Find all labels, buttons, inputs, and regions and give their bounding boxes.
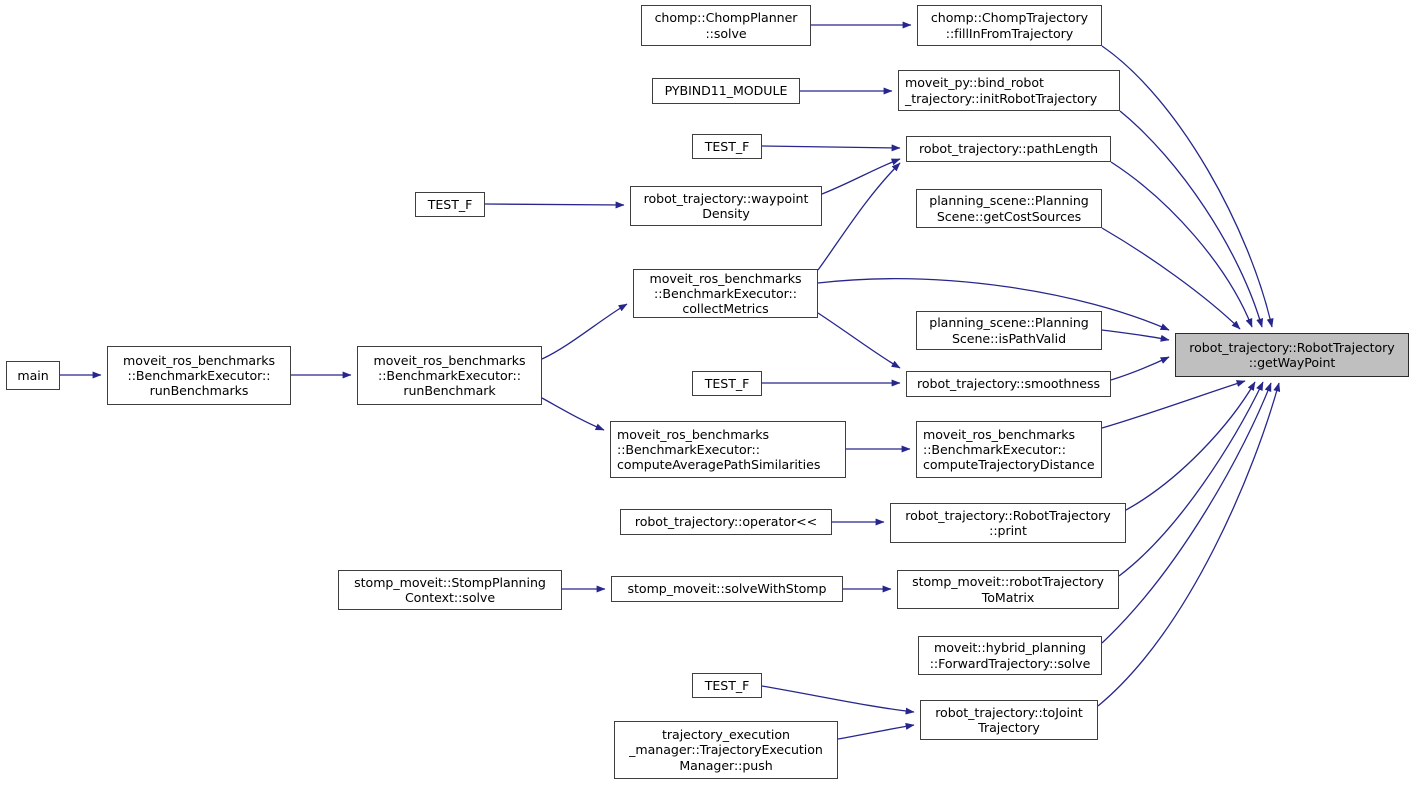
- graph-node-testF4[interactable]: TEST_F: [692, 673, 762, 698]
- graph-node-getWayPoint[interactable]: robot_trajectory::RobotTrajectory ::getW…: [1175, 333, 1409, 377]
- graph-node-computeAvgPathSim[interactable]: moveit_ros_benchmarks ::BenchmarkExecuto…: [610, 421, 846, 478]
- graph-node-getCostSources[interactable]: planning_scene::Planning Scene::getCostS…: [916, 189, 1102, 228]
- graph-node-runBenchmark[interactable]: moveit_ros_benchmarks ::BenchmarkExecuto…: [357, 346, 542, 405]
- graph-node-forwardTrajectorySolve[interactable]: moveit::hybrid_planning ::ForwardTraject…: [918, 636, 1102, 675]
- graph-node-pathLength[interactable]: robot_trajectory::pathLength: [906, 136, 1111, 162]
- graph-node-robotTrajectoryToMatrix[interactable]: stomp_moveit::robotTrajectory ToMatrix: [897, 570, 1119, 609]
- graph-node-testF2[interactable]: TEST_F: [415, 192, 485, 217]
- graph-node-testF1[interactable]: TEST_F: [692, 134, 762, 159]
- graph-node-runBenchmarks[interactable]: moveit_ros_benchmarks ::BenchmarkExecuto…: [107, 346, 291, 405]
- graph-node-main[interactable]: main: [6, 361, 60, 390]
- graph-node-trajExecManagerPush[interactable]: trajectory_execution _manager::Trajector…: [614, 721, 838, 779]
- graph-node-collectMetrics[interactable]: moveit_ros_benchmarks ::BenchmarkExecuto…: [633, 269, 818, 318]
- graph-node-testF3[interactable]: TEST_F: [692, 371, 762, 396]
- graph-node-stompContextSolve[interactable]: stomp_moveit::StompPlanning Context::sol…: [338, 570, 562, 610]
- graph-node-solveWithStomp[interactable]: stomp_moveit::solveWithStomp: [611, 576, 843, 602]
- graph-node-robotTrajectoryPrint[interactable]: robot_trajectory::RobotTrajectory ::prin…: [890, 503, 1126, 543]
- graph-node-isPathValid[interactable]: planning_scene::Planning Scene::isPathVa…: [916, 311, 1102, 350]
- graph-node-operatorLtLt[interactable]: robot_trajectory::operator<<: [620, 509, 832, 535]
- graph-node-chompPlannerSolve[interactable]: chomp::ChompPlanner ::solve: [641, 5, 811, 46]
- graph-node-toJointTrajectory[interactable]: robot_trajectory::toJoint Trajectory: [920, 700, 1098, 740]
- graph-node-pybind11Module[interactable]: PYBIND11_MODULE: [652, 78, 800, 104]
- graph-node-chompFillInFrom[interactable]: chomp::ChompTrajectory ::fillInFromTraje…: [917, 5, 1102, 46]
- graph-node-computeTrajDistance[interactable]: moveit_ros_benchmarks ::BenchmarkExecuto…: [916, 421, 1102, 478]
- graph-node-initRobotTrajectory[interactable]: moveit_py::bind_robot _trajectory::initR…: [898, 70, 1120, 111]
- graph-node-smoothness[interactable]: robot_trajectory::smoothness: [906, 371, 1111, 397]
- graph-node-waypointDensity[interactable]: robot_trajectory::waypoint Density: [630, 186, 822, 226]
